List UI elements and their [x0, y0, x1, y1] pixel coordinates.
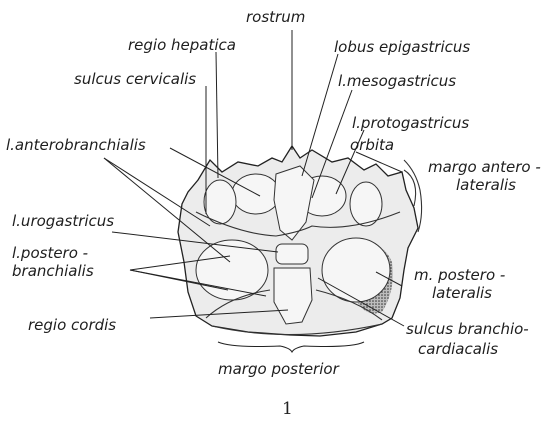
left-hepatic-lobe: [204, 180, 236, 224]
label-margo-anterolateralis-1: margo antero -: [428, 158, 541, 176]
label-lobus-epigastricus: lobus epigastricus: [334, 38, 470, 56]
label-regio-hepatica: regio hepatica: [128, 36, 236, 54]
label-sulcus-branchiocardiacalis-2: cardiacalis: [418, 340, 498, 358]
right-posterobranchial-lobe: [322, 238, 390, 302]
label-orbita: orbita: [350, 136, 394, 154]
label-l-posterobranchialis-2: branchialis: [12, 262, 94, 280]
label-l-posterobranchialis-1: l.postero -: [12, 244, 88, 262]
label-sulcus-branchiocardiacalis-1: sulcus branchio-: [406, 320, 529, 338]
label-regio-cordis: regio cordis: [28, 316, 116, 334]
label-l-urogastricus: l.urogastricus: [12, 212, 114, 230]
urogastric-lobe: [276, 244, 308, 264]
label-m-posterolateralis-1: m. postero -: [414, 266, 505, 284]
label-l-mesogastricus: l.mesogastricus: [338, 72, 456, 90]
label-l-protogastricus: l.protogastricus: [352, 114, 469, 132]
label-m-posterolateralis-2: lateralis: [432, 284, 492, 302]
label-sulcus-cervicalis: sulcus cervicalis: [74, 70, 196, 88]
label-l-anterobranchialis: l.anterobranchialis: [6, 136, 146, 154]
margo-posterior-bracket: [218, 342, 364, 352]
label-margo-posterior: margo posterior: [218, 360, 340, 378]
label-rostrum: rostrum: [246, 8, 305, 26]
label-margo-anterolateralis-2: lateralis: [456, 176, 516, 194]
figure-number: 1: [282, 399, 293, 419]
